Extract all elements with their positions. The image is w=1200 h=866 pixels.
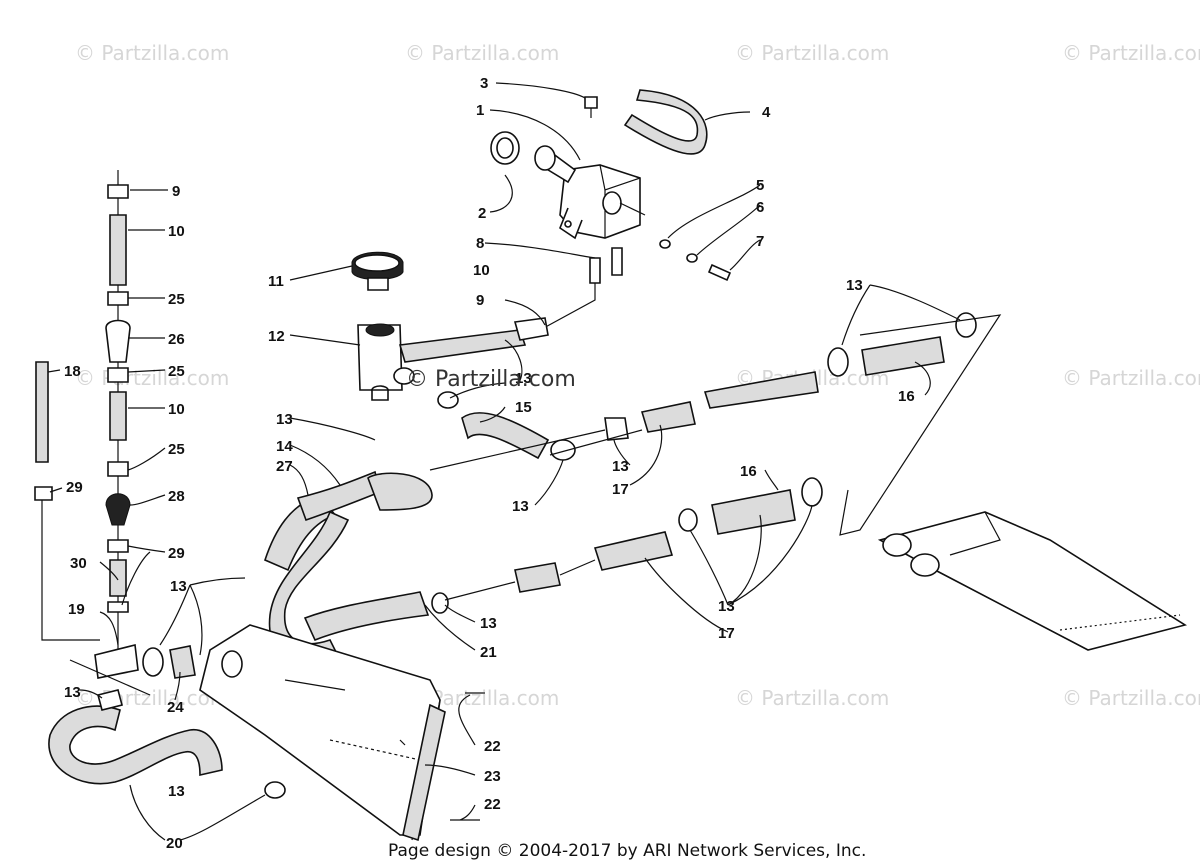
callout-4: 4 bbox=[762, 104, 771, 121]
callout-22-lower: 22 bbox=[484, 796, 501, 813]
footer-copyright: Page design © 2004-2017 by ARI Network S… bbox=[388, 841, 866, 861]
callout-16-upper: 16 bbox=[898, 388, 915, 405]
lower-hoses bbox=[431, 477, 823, 614]
callout-13-mid: 13 bbox=[512, 498, 529, 515]
callout-20: 20 bbox=[166, 835, 183, 852]
callout-24: 24 bbox=[167, 699, 184, 716]
radiator-panel bbox=[199, 624, 485, 842]
callout-8: 8 bbox=[476, 235, 484, 252]
callout-26: 26 bbox=[168, 331, 185, 348]
heat-exchanger bbox=[839, 314, 1187, 651]
callout-25-lower: 25 bbox=[168, 441, 185, 458]
callout-16-lower: 16 bbox=[740, 463, 757, 480]
callout-13-filler: 13 bbox=[515, 370, 532, 387]
callout-7: 7 bbox=[756, 233, 764, 250]
watermark: © Partzilla.com bbox=[1062, 686, 1200, 710]
callout-10-drain: 10 bbox=[168, 223, 185, 240]
drain-column bbox=[34, 170, 131, 650]
watermark: © Partzilla.com bbox=[75, 41, 229, 65]
callout-11: 11 bbox=[268, 273, 284, 290]
callout-17-lower: 17 bbox=[718, 625, 735, 642]
callout-9-drain: 9 bbox=[172, 183, 180, 200]
leader-lines bbox=[47, 82, 961, 841]
callout-5: 5 bbox=[756, 177, 764, 194]
watermark: © Partzilla.com bbox=[735, 41, 889, 65]
callout-6: 6 bbox=[756, 199, 764, 216]
callout-1: 1 bbox=[476, 102, 484, 119]
callout-3: 3 bbox=[480, 75, 488, 92]
callout-14: 14 bbox=[276, 438, 293, 455]
callout-30: 30 bbox=[70, 555, 87, 572]
upper-hoses bbox=[429, 312, 977, 471]
callout-13-left: 13 bbox=[170, 578, 187, 595]
callout-25-upper: 25 bbox=[168, 291, 185, 308]
callout-19: 19 bbox=[68, 601, 85, 618]
watermark: © Partzilla.com bbox=[735, 686, 889, 710]
callout-12: 12 bbox=[268, 328, 285, 345]
callout-2: 2 bbox=[478, 205, 486, 222]
main-hoses bbox=[264, 470, 433, 666]
callout-25-middle: 25 bbox=[168, 363, 185, 380]
callout-13-lower-mid: 13 bbox=[480, 615, 497, 632]
callout-21: 21 bbox=[480, 644, 497, 661]
callout-23: 23 bbox=[484, 768, 501, 785]
callout-13-neck: 13 bbox=[276, 411, 293, 428]
watermark: © Partzilla.com bbox=[1062, 366, 1200, 390]
callout-15: 15 bbox=[515, 399, 532, 416]
callout-27: 27 bbox=[276, 458, 293, 475]
callout-10-lower: 10 bbox=[168, 401, 185, 418]
callout-13-bottom-left: 13 bbox=[64, 684, 81, 701]
watermark: © Partzilla.com bbox=[75, 366, 229, 390]
callout-9-tank: 9 bbox=[476, 292, 484, 309]
callout-18: 18 bbox=[64, 363, 81, 380]
callout-10-tank: 10 bbox=[473, 262, 490, 279]
callout-13-right: 13 bbox=[612, 458, 629, 475]
callout-13-bottom: 13 bbox=[168, 783, 185, 800]
bottom-left-hoses bbox=[48, 644, 286, 799]
callout-29-rod: 29 bbox=[66, 479, 83, 496]
watermark: © Partzilla.com bbox=[1062, 41, 1200, 65]
tank-assembly bbox=[490, 89, 732, 331]
callouts: 3 1 4 2 5 6 7 8 10 9 9 10 25 26 25 10 25… bbox=[64, 75, 915, 852]
center-watermark: © Partzilla.com bbox=[406, 367, 576, 392]
callout-22-upper: 22 bbox=[484, 738, 501, 755]
filler-neck bbox=[351, 251, 549, 401]
callout-28: 28 bbox=[168, 488, 185, 505]
callout-13-top-right: 13 bbox=[846, 277, 863, 294]
callout-17-upper: 17 bbox=[612, 481, 629, 498]
callout-13-lower-right: 13 bbox=[718, 598, 735, 615]
watermark: © Partzilla.com bbox=[405, 41, 559, 65]
callout-29-column: 29 bbox=[168, 545, 185, 562]
